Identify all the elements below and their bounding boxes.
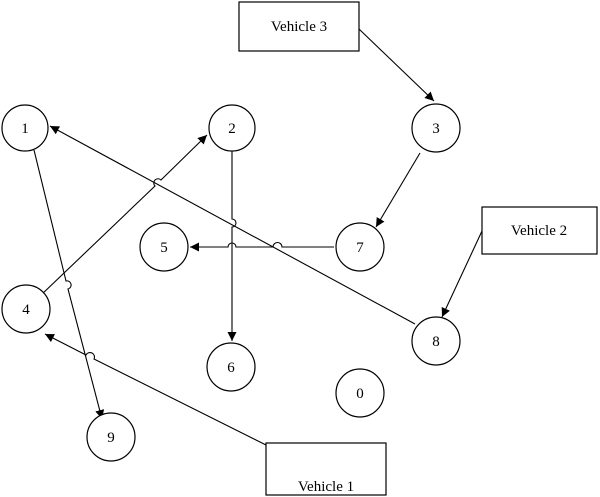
- vehicle-3-rect: [238, 1, 360, 52]
- edge-vehicle1-to-node4: [44, 333, 267, 446]
- node-5-label: 5: [160, 240, 168, 256]
- node-8-circle: [411, 316, 461, 366]
- node-3-circle: [411, 103, 461, 153]
- vehicle-2-rect: [481, 206, 598, 255]
- node-9: 9: [86, 412, 136, 462]
- node-2-circle: [208, 104, 256, 152]
- node-9-circle: [86, 412, 136, 462]
- node-8: 8: [411, 316, 461, 366]
- edge-vehicle2-to-node8: [441, 230, 483, 318]
- vehicle-1-rect: [265, 442, 387, 496]
- vehicle-2-label: Vehicle 2: [511, 223, 567, 239]
- node-0-circle: [335, 368, 385, 418]
- edge-node2-to-node6: [227, 150, 237, 341]
- node-9-label: 9: [107, 430, 115, 446]
- edge-node8-to-node1: [49, 125, 416, 325]
- edge-node3-to-node7: [375, 152, 421, 228]
- vehicle-3-box: Vehicle 3: [238, 1, 360, 52]
- vehicle-1-box: Vehicle 1: [265, 442, 387, 496]
- node-2: 2: [208, 104, 256, 152]
- node-4-circle: [1, 284, 51, 334]
- node-1: 1: [1, 104, 49, 152]
- node-6: 6: [206, 342, 256, 392]
- node-0: 0: [335, 368, 385, 418]
- node-6-circle: [206, 342, 256, 392]
- node-7: 7: [335, 222, 385, 272]
- node-4-label: 4: [22, 302, 30, 318]
- node-7-label: 7: [356, 240, 364, 256]
- edge-node4-to-node2: [39, 134, 208, 297]
- node-7-circle: [335, 222, 385, 272]
- node-3-label: 3: [432, 121, 440, 137]
- vehicle-2-box: Vehicle 2: [481, 206, 598, 255]
- node-5-circle: [139, 222, 189, 272]
- edge-vehicle3-to-node3: [358, 28, 435, 102]
- node-5: 5: [139, 222, 189, 272]
- vehicle-1-label: Vehicle 1: [298, 479, 354, 495]
- route-edges: [33, 28, 483, 446]
- node-6-label: 6: [227, 360, 235, 376]
- node-0-label: 0: [356, 386, 364, 402]
- node-1-circle: [1, 104, 49, 152]
- node-8-label: 8: [432, 334, 440, 350]
- edge-node7-to-node5: [190, 241, 334, 252]
- node-4: 4: [1, 284, 51, 334]
- node-2-label: 2: [228, 121, 236, 137]
- edge-node1-to-node9: [33, 149, 105, 420]
- node-3: 3: [411, 103, 461, 153]
- vehicle-3-label: Vehicle 3: [271, 19, 327, 35]
- node-1-label: 1: [21, 121, 29, 137]
